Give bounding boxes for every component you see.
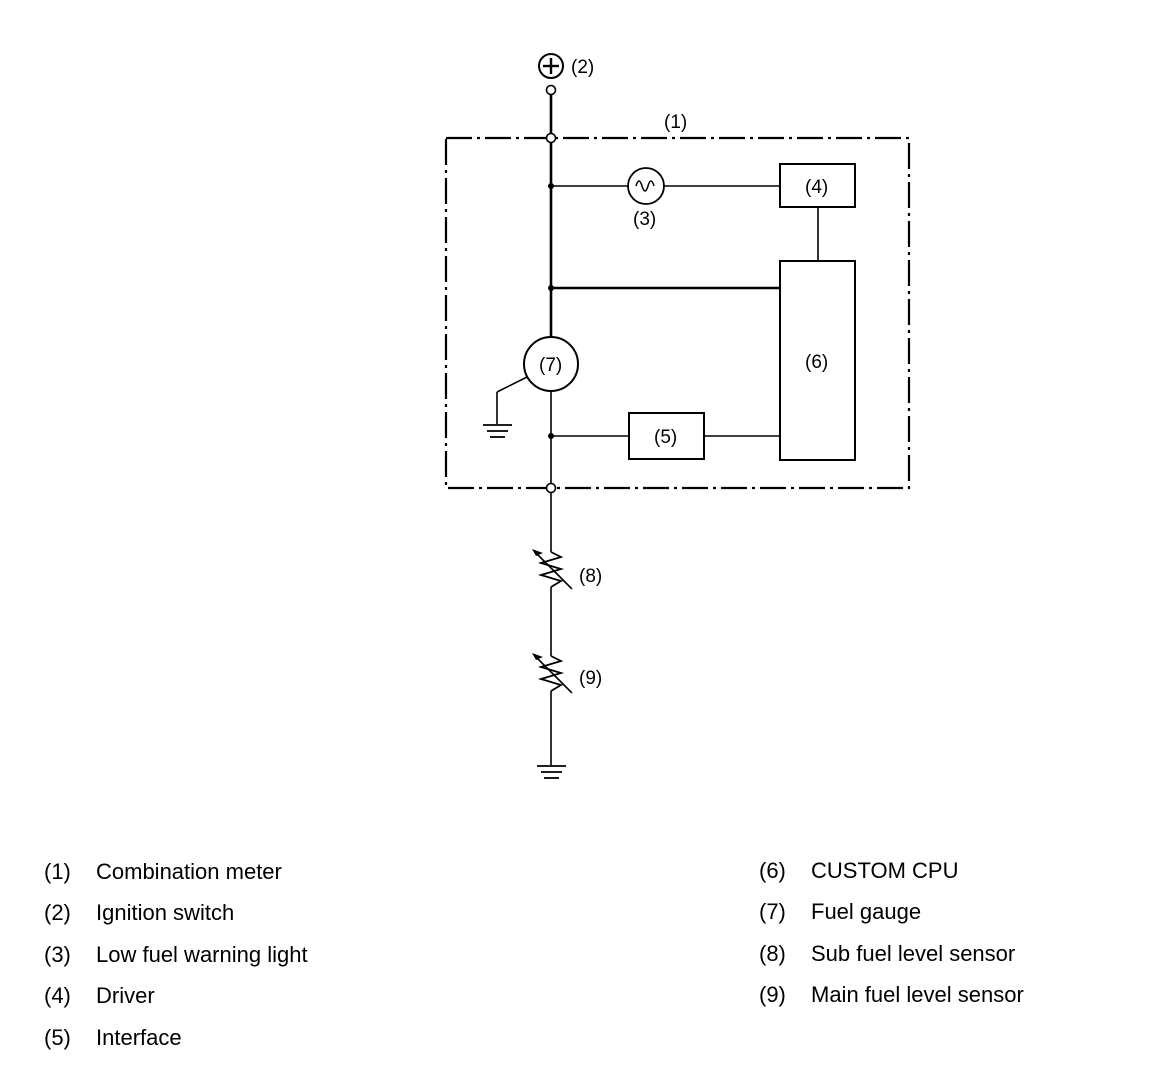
- label-9: (9): [579, 668, 602, 689]
- legend-number: (9): [759, 982, 786, 1007]
- legend-number: (6): [759, 858, 786, 883]
- sub-fuel-level-sensor-symbol: [532, 549, 573, 590]
- label-2: (2): [571, 57, 594, 78]
- legend-label: Driver: [96, 983, 155, 1008]
- low-fuel-warning-light-symbol: [627, 167, 665, 205]
- sensor-ground-icon: [537, 765, 566, 779]
- lamp-circle: [627, 167, 665, 205]
- label-6: (6): [805, 352, 828, 373]
- label-4: (4): [805, 177, 828, 198]
- legend-number: (4): [44, 983, 71, 1008]
- legend-label: Ignition switch: [96, 900, 235, 925]
- label-3: (3): [633, 209, 656, 230]
- variable-arrow-head: [532, 653, 543, 660]
- gauge-ground-icon: [483, 424, 512, 438]
- label-8: (8): [579, 566, 602, 587]
- legend-label: Fuel gauge: [811, 899, 922, 924]
- legend-number: (3): [44, 942, 71, 967]
- legend-number: (5): [44, 1025, 71, 1050]
- legend-label: Low fuel warning light: [96, 942, 308, 967]
- gauge-ground-wire-diagonal: [496, 376, 528, 393]
- label-7: (7): [539, 355, 562, 376]
- label-5: (5): [654, 427, 677, 448]
- legend-number: (8): [759, 941, 786, 966]
- lamp-filament: [635, 180, 655, 192]
- legend-item: (2) Ignition switch: [44, 898, 234, 928]
- variable-arrow-head: [532, 549, 543, 556]
- legend-label: Main fuel level sensor: [811, 982, 1024, 1007]
- legend-item: (7) Fuel gauge: [759, 897, 921, 927]
- legend-label: Combination meter: [96, 859, 282, 884]
- main-fuel-level-sensor-symbol: [532, 653, 573, 694]
- legend-item: (1) Combination meter: [44, 857, 282, 887]
- legend-item: (9) Main fuel level sensor: [759, 980, 1024, 1010]
- legend-item: (4) Driver: [44, 981, 155, 1011]
- legend-label: Sub fuel level sensor: [811, 941, 1016, 966]
- legend-item: (3) Low fuel warning light: [44, 940, 308, 970]
- legend-label: Interface: [96, 1025, 182, 1050]
- resistor-zigzag: [537, 551, 565, 588]
- legend-number: (7): [759, 899, 786, 924]
- legend-item: (6) CUSTOM CPU: [759, 856, 959, 886]
- ignition-terminal: [545, 84, 557, 96]
- legend-number: (2): [44, 900, 71, 925]
- meter-top-terminal: [545, 132, 557, 144]
- legend-item: (5) Interface: [44, 1023, 182, 1053]
- meter-bottom-terminal: [545, 482, 557, 494]
- ignition-switch-symbol: [538, 53, 564, 79]
- circuit-diagram: (2) (1) (3) (4) (6) (7): [444, 53, 911, 779]
- combination-meter-frame: [444, 136, 911, 490]
- variable-arrow-line: [534, 551, 573, 590]
- custom-cpu-box: [779, 260, 856, 461]
- variable-arrow-line: [534, 655, 573, 694]
- legend-item: (8) Sub fuel level sensor: [759, 939, 1015, 969]
- legend-number: (1): [44, 859, 71, 884]
- legend-label: CUSTOM CPU: [811, 858, 959, 883]
- label-1: (1): [664, 112, 687, 133]
- resistor-zigzag: [537, 655, 565, 692]
